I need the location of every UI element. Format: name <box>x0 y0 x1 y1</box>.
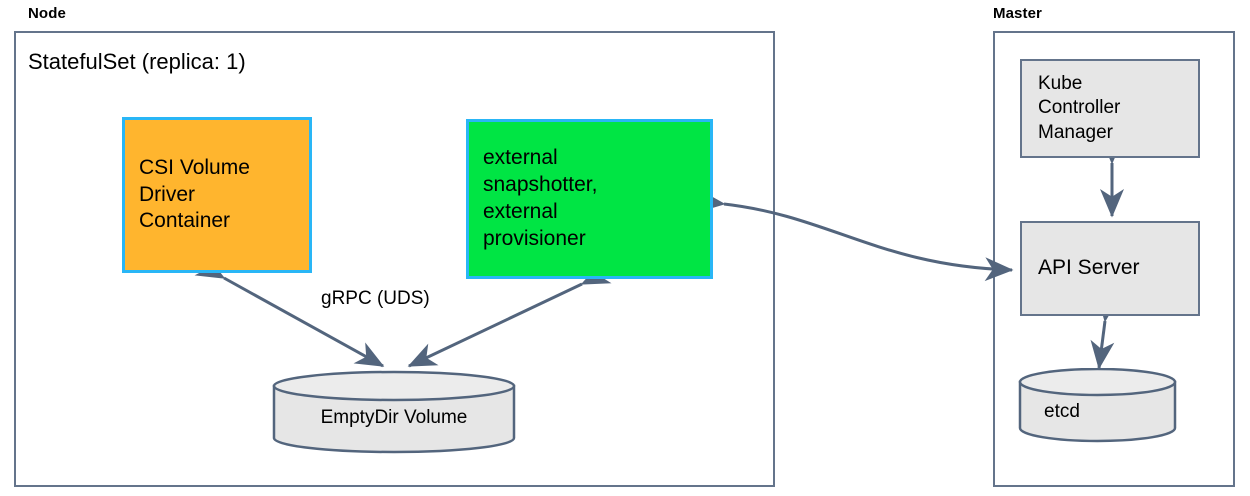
kube-controller-manager-label: Kube Controller Manager <box>1022 72 1120 145</box>
etcd-cylinder[interactable]: etcd <box>1018 368 1177 444</box>
api-server-box[interactable]: API Server <box>1020 221 1200 316</box>
sidecars-label-line2: snapshotter, <box>483 173 598 197</box>
etcd-label: etcd <box>1044 401 1080 422</box>
kube-controller-manager-box[interactable]: Kube Controller Manager <box>1020 59 1200 158</box>
external-sidecars-box[interactable]: external snapshotter, external provision… <box>466 119 713 279</box>
sidecars-label-line3: external <box>483 200 558 223</box>
kcm-label-line3: Manager <box>1038 121 1113 143</box>
sidecars-label-line4: provisioner <box>483 226 586 250</box>
csi-label-line1: CSI Volume <box>139 155 250 179</box>
csi-volume-driver-container-label: CSI Volume Driver Container <box>125 155 250 236</box>
kcm-label-line2: Controller <box>1038 97 1121 119</box>
csi-volume-driver-container-box[interactable]: CSI Volume Driver Container <box>122 117 312 273</box>
statefulset-title: StatefulSet (replica: 1) <box>28 49 246 74</box>
csi-label-line2: Driver <box>139 182 195 206</box>
external-sidecars-label: external snapshotter, external provision… <box>469 145 597 253</box>
kcm-label-line1: Kube <box>1038 73 1083 95</box>
emptydir-volume-label: EmptyDir Volume <box>320 407 468 428</box>
emptydir-volume-cylinder[interactable]: EmptyDir Volume <box>272 370 516 454</box>
csi-label-line3: Container <box>139 209 231 233</box>
grpc-edge-label: gRPC (UDS) <box>321 288 430 309</box>
api-server-label: API Server <box>1038 256 1140 280</box>
node-group-label: Node <box>28 5 66 22</box>
master-group-label: Master <box>993 5 1042 22</box>
sidecars-label-line1: external <box>483 146 558 170</box>
